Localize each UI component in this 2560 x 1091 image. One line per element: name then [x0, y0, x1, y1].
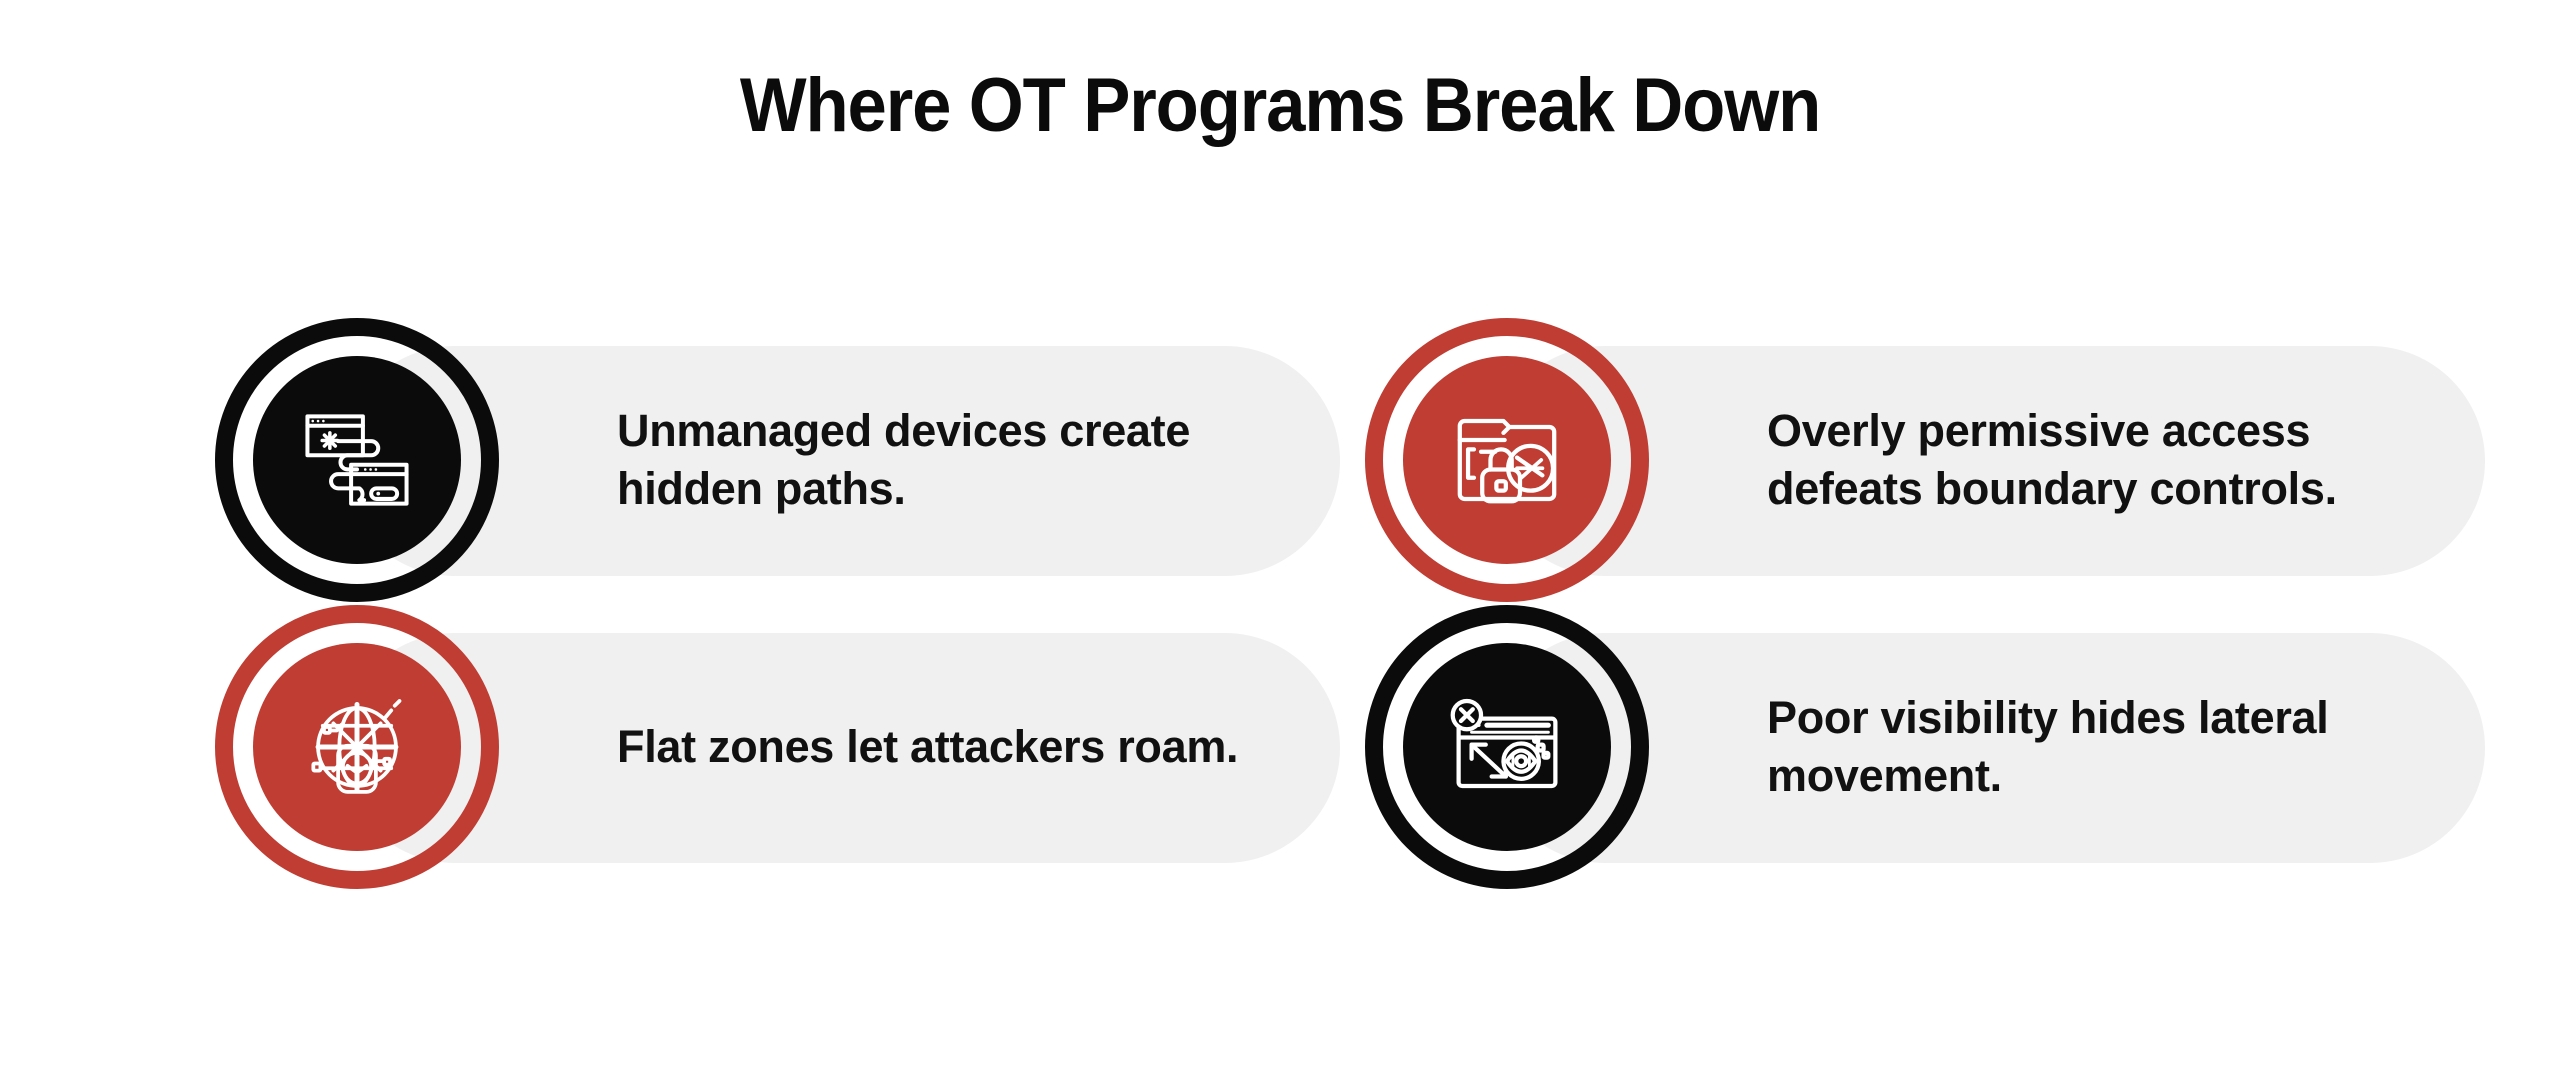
- card-caption: Unmanaged devices create hidden paths.: [617, 405, 1191, 514]
- badge-flat-zones: [215, 605, 499, 889]
- page-title: Where OT Programs Break Down: [739, 63, 1821, 148]
- badge-permissive-access: [1365, 318, 1649, 602]
- card-background-pill: [1490, 346, 2485, 576]
- card-caption: Flat zones let attackers roam.: [617, 721, 1239, 773]
- card-unmanaged-devices[interactable]: Unmanaged devices create hidden paths.: [215, 318, 1340, 602]
- card-caption: Overly permissive access defeats boundar…: [1767, 405, 2337, 514]
- card-flat-zones[interactable]: Flat zones let attackers roam.: [215, 605, 1340, 889]
- browser-eye-lateral-movement-icon: [1450, 698, 1558, 789]
- connected-devices-icon: [305, 414, 409, 506]
- card-background-pill: [1490, 633, 2485, 863]
- card-poor-visibility[interactable]: Poor visibility hides lateral movement.: [1365, 605, 2485, 889]
- card-background-pill: [340, 346, 1340, 576]
- badge-unmanaged-devices: [215, 318, 499, 602]
- badge-inner-disc: [253, 356, 461, 564]
- badge-inner-disc: [1403, 643, 1611, 851]
- card-permissive-access[interactable]: Overly permissive access defeats boundar…: [1365, 318, 2485, 602]
- cards-grid: Unmanaged devices create hidden paths.: [0, 318, 2560, 968]
- globe-hacker-icon: [311, 699, 402, 794]
- locked-folder-blocked-icon: [1457, 418, 1557, 504]
- badge-inner-disc: [1403, 356, 1611, 564]
- badge-poor-visibility: [1365, 605, 1649, 889]
- card-background-pill: [340, 633, 1340, 863]
- card-caption: Poor visibility hides lateral movement.: [1767, 692, 2329, 801]
